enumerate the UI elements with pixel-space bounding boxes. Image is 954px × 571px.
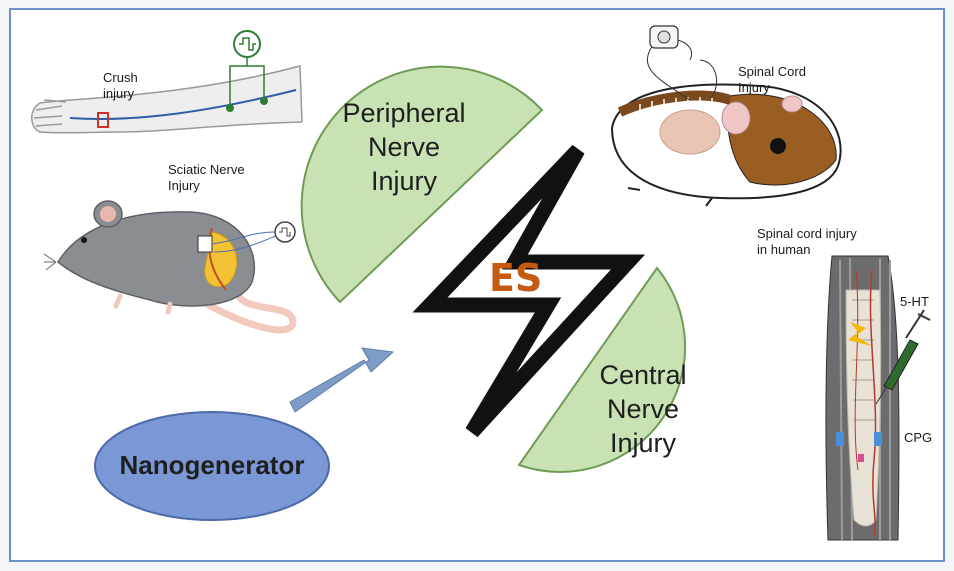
signal-generator-icon [233,30,261,66]
lightning-bolt-icon [412,144,646,438]
arrow-icon [289,347,395,413]
es-label: ES [489,256,543,300]
cpg-label: CPG [904,430,933,445]
syringe-icon [875,309,931,405]
spinal-cord-injury-label: Spinal Cord Injury [738,64,806,95]
mouse-icon [43,200,297,334]
central-nerve-injury-label: Central Nerve Injury [599,360,687,458]
crush-injury-label: Crush injury [103,70,138,101]
guinea-pig-icon [610,25,842,207]
five-ht-label: 5-HT [900,294,929,309]
human-spine-icon [825,255,900,541]
arm-icon [31,65,303,134]
central-segment [517,266,687,473]
peripheral-nerve-injury-label: Peripheral Nerve Injury [342,98,466,196]
nanogenerator-ellipse [94,411,330,521]
sciatic-nerve-injury-label: Sciatic Nerve Injury [168,162,245,193]
peripheral-segment [300,65,544,304]
nanogenerator-label: Nanogenerator [119,450,305,480]
spinal-cord-injury-human-label: Spinal cord injury in human [757,226,857,257]
